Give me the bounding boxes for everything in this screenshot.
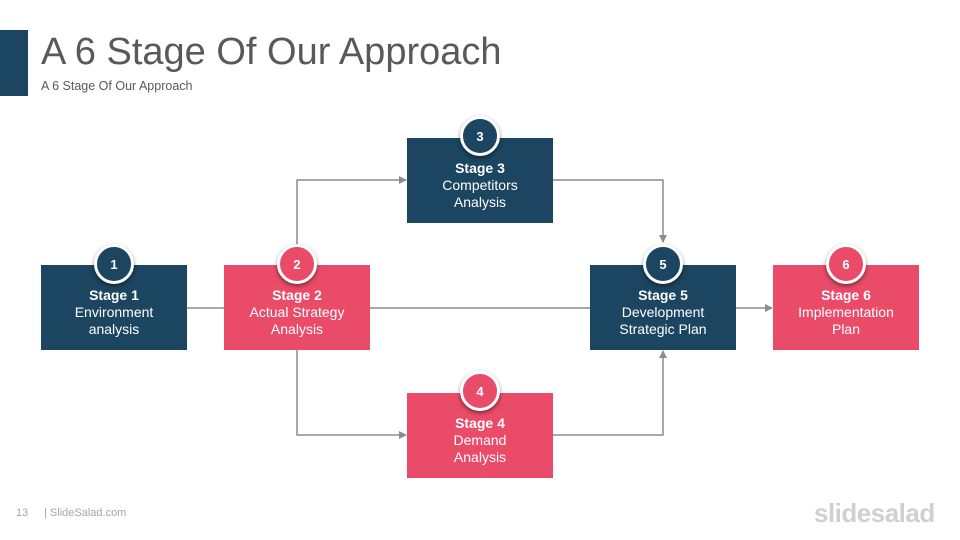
footer-page-number: 13 xyxy=(16,507,29,519)
title-accent-bar xyxy=(0,30,28,96)
stage-2-line1: Actual Strategy xyxy=(249,304,345,320)
slidesalad-logo: slidesalad xyxy=(814,498,935,528)
stage-5-line2: Strategic Plan xyxy=(619,321,707,337)
connector-4-5 xyxy=(553,350,667,436)
stage-5-name: Stage 5 xyxy=(638,287,688,303)
stage-3-line2: Analysis xyxy=(453,194,507,210)
stage-3-line1: Competitors xyxy=(442,177,518,193)
connector-2-3 xyxy=(296,176,407,265)
slide-title: A 6 Stage Of Our Approach xyxy=(41,31,502,73)
stage-5-number-badge: 5 xyxy=(643,244,683,284)
stage-2-line2: Analysis xyxy=(270,321,324,337)
connector-2-4 xyxy=(296,350,407,439)
stage-2-box: Stage 2 Actual Strategy Analysis xyxy=(224,265,370,350)
stage-6-name: Stage 6 xyxy=(821,287,871,303)
stage-2-number-badge: 2 xyxy=(277,244,317,284)
stage-1-line1: Environment xyxy=(74,304,154,320)
stage-1-number-badge: 1 xyxy=(94,244,134,284)
stage-4-line1: Demand xyxy=(453,432,507,448)
stage-3-box: Stage 3 Competitors Analysis xyxy=(407,138,553,223)
slide-subtitle: A 6 Stage Of Our Approach xyxy=(41,79,193,93)
stage-2-name: Stage 2 xyxy=(272,287,322,303)
stage-1-name: Stage 1 xyxy=(89,287,139,303)
stage-4-name: Stage 4 xyxy=(455,415,505,431)
stage-1-box: Stage 1 Environment analysis xyxy=(41,265,187,350)
footer-site-link[interactable]: | SlideSalad.com xyxy=(44,507,127,519)
stage-5-line1: Development xyxy=(621,304,705,320)
stage-1-line2: analysis xyxy=(88,321,140,337)
stage-6-line2: Plan xyxy=(831,321,861,337)
stage-6-number-badge: 6 xyxy=(826,244,866,284)
stage-6-box: Stage 6 Implementation Plan xyxy=(773,265,919,350)
stage-3-number-badge: 3 xyxy=(460,116,500,156)
stage-3-name: Stage 3 xyxy=(455,160,505,176)
connector-3-5 xyxy=(553,179,667,243)
stage-4-number-badge: 4 xyxy=(460,371,500,411)
stage-6-line1: Implementation xyxy=(798,304,894,320)
stage-4-line2: Analysis xyxy=(453,449,507,465)
